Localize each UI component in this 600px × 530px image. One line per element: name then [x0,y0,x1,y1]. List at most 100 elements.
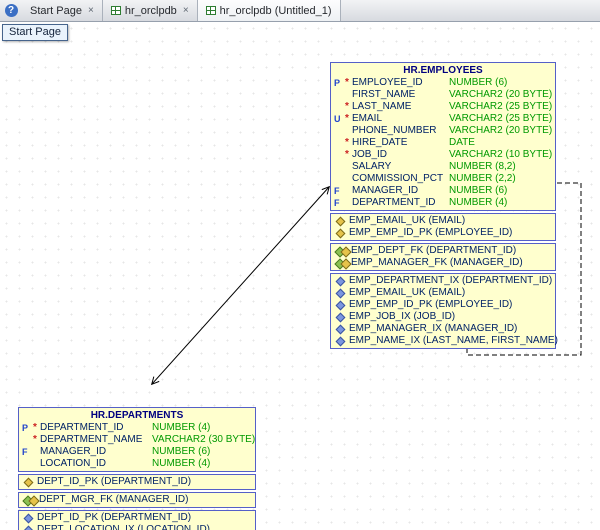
column-name: LAST_NAME [352,101,449,113]
index-row[interactable]: EMP_DEPARTMENT_IX (DEPARTMENT_ID) [331,275,555,287]
key-marker: F [22,446,33,458]
entity-hr-departments[interactable]: HR.DEPARTMENTS P * DEPARTMENT_ID NUMBER … [18,407,256,530]
column-type: NUMBER (6) [152,446,255,458]
indexes-compartment: DEPT_ID_PK (DEPARTMENT_ID) DEPT_LOCATION… [18,510,256,530]
column-row[interactable]: F MANAGER_ID NUMBER (6) [331,185,555,197]
unique-key-icon [336,216,346,226]
foreign-key-icon [23,496,38,505]
constraint-row[interactable]: DEPT_ID_PK (DEPARTMENT_ID) [19,476,255,488]
tab-start-page[interactable]: Start Page × [22,0,103,21]
key-marker: F [334,197,345,209]
column-name: MANAGER_ID [40,446,152,458]
help-button[interactable]: ? [0,0,22,21]
index-icon [336,312,346,322]
entity-title[interactable]: HR.DEPARTMENTS [19,409,255,422]
tab-label: hr_orclpdb [125,5,177,17]
column-row[interactable]: PHONE_NUMBER VARCHAR2 (20 BYTE) [331,125,555,137]
index-label: EMP_DEPARTMENT_IX (DEPARTMENT_ID) [349,275,552,287]
constraint-row[interactable]: EMP_MANAGER_FK (MANAGER_ID) [331,257,555,269]
index-icon [24,513,34,523]
key-marker: U [334,113,345,125]
unique-keys-compartment: DEPT_ID_PK (DEPARTMENT_ID) [18,474,256,490]
column-row[interactable]: P * DEPARTMENT_ID NUMBER (4) [19,422,255,434]
index-row[interactable]: DEPT_ID_PK (DEPARTMENT_ID) [19,512,255,524]
index-label: EMP_NAME_IX (LAST_NAME, FIRST_NAME) [349,335,558,347]
notnull-marker: * [345,101,352,113]
index-label: DEPT_LOCATION_IX (LOCATION_ID) [37,524,210,530]
column-row[interactable]: COMMISSION_PCT NUMBER (2,2) [331,173,555,185]
column-name: SALARY [352,161,449,173]
column-row[interactable]: * DEPARTMENT_NAME VARCHAR2 (30 BYTE) [19,434,255,446]
column-row[interactable]: F DEPARTMENT_ID NUMBER (4) [331,197,555,209]
column-name: COMMISSION_PCT [352,173,449,185]
column-name: DEPARTMENT_ID [40,422,152,434]
tab-hr-orclpdb[interactable]: hr_orclpdb × [103,0,198,21]
tab-hr-orclpdb-untitled[interactable]: hr_orclpdb (Untitled_1) [198,0,341,21]
help-icon: ? [5,4,18,17]
primary-key-icon [336,228,346,238]
tab-label: Start Page [30,5,82,17]
constraint-row[interactable]: EMP_EMP_ID_PK (EMPLOYEE_ID) [331,227,555,239]
notnull-marker: * [33,422,40,434]
columns-compartment: HR.EMPLOYEES P * EMPLOYEE_ID NUMBER (6) … [330,62,556,211]
column-name: DEPARTMENT_ID [352,197,449,209]
column-row[interactable]: U * EMAIL VARCHAR2 (25 BYTE) [331,113,555,125]
index-row[interactable]: EMP_JOB_IX (JOB_ID) [331,311,555,323]
index-icon [336,276,346,286]
column-name: PHONE_NUMBER [352,125,449,137]
column-type: VARCHAR2 (25 BYTE) [449,101,555,113]
foreign-keys-compartment: EMP_DEPT_FK (DEPARTMENT_ID) EMP_MANAGER_… [330,243,556,271]
column-row[interactable]: LOCATION_ID NUMBER (4) [19,458,255,470]
entity-hr-employees[interactable]: HR.EMPLOYEES P * EMPLOYEE_ID NUMBER (6) … [330,62,556,351]
index-icon [24,525,34,530]
index-row[interactable]: EMP_MANAGER_IX (MANAGER_ID) [331,323,555,335]
constraint-row[interactable]: DEPT_MGR_FK (MANAGER_ID) [19,494,255,506]
index-icon [336,288,346,298]
relationship-emp-dept-fk[interactable] [152,187,329,384]
index-row[interactable]: EMP_NAME_IX (LAST_NAME, FIRST_NAME) [331,335,555,347]
column-name: FIRST_NAME [352,89,449,101]
column-row[interactable]: F MANAGER_ID NUMBER (6) [19,446,255,458]
column-name: HIRE_DATE [352,137,449,149]
constraint-label: DEPT_MGR_FK (MANAGER_ID) [39,494,188,506]
foreign-key-icon [335,247,350,256]
start-page-tooltip: Start Page [2,24,68,41]
close-icon[interactable]: × [88,6,94,16]
constraint-label: EMP_DEPT_FK (DEPARTMENT_ID) [351,245,516,257]
index-label: DEPT_ID_PK (DEPARTMENT_ID) [37,512,191,524]
notnull-marker: * [345,137,352,149]
columns-compartment: HR.DEPARTMENTS P * DEPARTMENT_ID NUMBER … [18,407,256,472]
key-marker: P [334,77,345,89]
foreign-key-icon [335,259,350,268]
constraint-row[interactable]: EMP_DEPT_FK (DEPARTMENT_ID) [331,245,555,257]
notnull-marker: * [345,113,352,125]
column-name: MANAGER_ID [352,185,449,197]
entity-title[interactable]: HR.EMPLOYEES [331,64,555,77]
column-type: NUMBER (6) [449,77,555,89]
column-name: DEPARTMENT_NAME [40,434,152,446]
column-type: NUMBER (4) [152,422,255,434]
connection-icon [111,6,121,15]
primary-key-icon [24,477,34,487]
index-row[interactable]: DEPT_LOCATION_IX (LOCATION_ID) [19,524,255,530]
close-icon[interactable]: × [183,6,189,16]
index-row[interactable]: EMP_EMAIL_UK (EMAIL) [331,287,555,299]
key-marker: F [334,185,345,197]
diagram-canvas[interactable]: Start Page HR.EMPLOYEES P * EMPLOYEE_ID … [0,22,600,530]
index-row[interactable]: EMP_EMP_ID_PK (EMPLOYEE_ID) [331,299,555,311]
column-name: EMAIL [352,113,449,125]
column-row[interactable]: * LAST_NAME VARCHAR2 (25 BYTE) [331,101,555,113]
index-label: EMP_MANAGER_IX (MANAGER_ID) [349,323,517,335]
model-icon [206,6,216,15]
column-row[interactable]: * HIRE_DATE DATE [331,137,555,149]
tab-label: hr_orclpdb (Untitled_1) [220,5,332,17]
column-row[interactable]: FIRST_NAME VARCHAR2 (20 BYTE) [331,89,555,101]
column-row[interactable]: SALARY NUMBER (8,2) [331,161,555,173]
column-type: DATE [449,137,555,149]
column-row[interactable]: * JOB_ID VARCHAR2 (10 BYTE) [331,149,555,161]
column-type: VARCHAR2 (10 BYTE) [449,149,555,161]
index-label: EMP_EMP_ID_PK (EMPLOYEE_ID) [349,299,512,311]
constraint-label: EMP_MANAGER_FK (MANAGER_ID) [351,257,523,269]
column-row[interactable]: P * EMPLOYEE_ID NUMBER (6) [331,77,555,89]
constraint-row[interactable]: EMP_EMAIL_UK (EMAIL) [331,215,555,227]
